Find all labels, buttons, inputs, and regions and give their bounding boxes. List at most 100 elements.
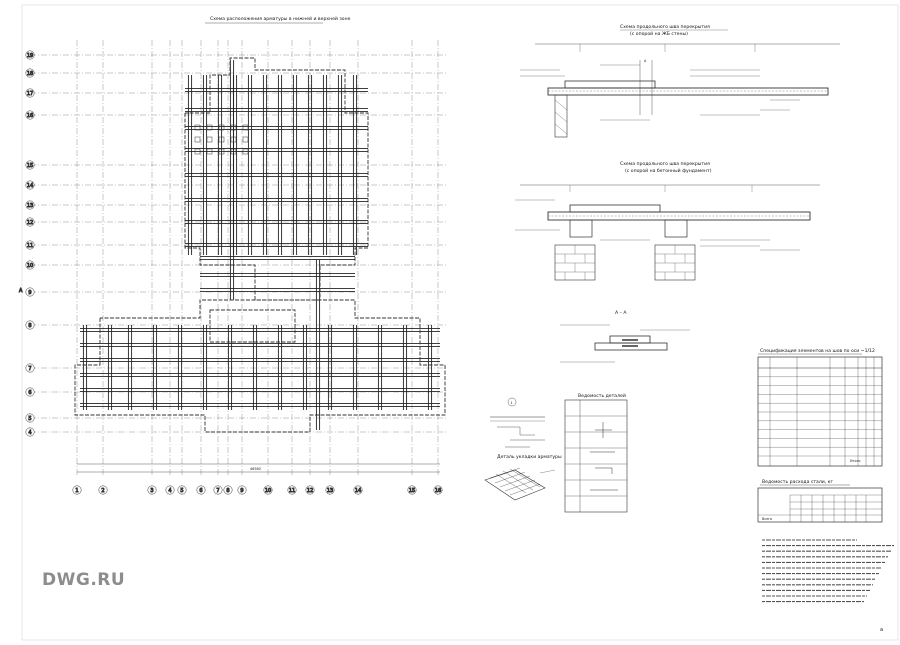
axis-marker-row [25,180,35,190]
detail-mark: 1 [511,401,513,405]
dimension-line: 48580 [77,463,440,473]
column-opening [242,148,249,155]
column-opening [230,148,237,155]
rebar-band [402,325,408,410]
detail-title: Деталь укладки арматуры [497,454,562,460]
axis-label-row: 17 [27,91,33,97]
rebar-band [307,75,313,255]
rebar-band [185,87,368,93]
rebar-band [247,75,253,255]
rebar-band [202,75,208,255]
rebar-band [277,75,283,255]
rebar-band [200,255,355,261]
rebar-band [185,107,368,113]
reinforcement-bands [80,60,440,430]
column-opening [230,124,237,131]
rebar-band [80,357,440,363]
spec-title: Спецификация элементов на шов по оси ~1/… [760,348,875,354]
axis-marker-col [305,485,315,495]
axis-marker-row [25,88,35,98]
column-opening [242,124,249,131]
rebar-consumption-table: Ведомость расхода стали, кг Всего [757,479,883,523]
rebar-band [229,60,235,300]
axis-marker-row [25,320,35,330]
reinforcement-plan: Схема расположения арматуры в нижней и в… [19,15,448,495]
rebar-band [107,325,113,410]
watermark: DWG.RU [42,570,126,590]
axis-marker-col [147,485,157,495]
column-opening [206,148,213,155]
rebar-band [352,75,358,255]
rebar-band [152,325,158,410]
rebar-total-label: Всего [762,517,772,521]
rebar-band [80,402,440,408]
row-side-mark: А [19,288,23,294]
axis-marker-col [98,485,108,495]
rebar-band [80,327,440,333]
column-opening [206,136,213,143]
axis-label-col: 1 [75,488,78,494]
rebar-band [82,325,88,410]
axis-label-row: 16 [27,113,33,119]
column-opening [230,136,237,143]
axis-label-row: 7 [28,366,31,372]
rebar-band [315,260,321,430]
axis-marker-row [25,200,35,210]
axis-label-col: 2 [101,488,104,494]
column-opening [218,124,225,131]
axis-label-row: 8 [28,323,31,329]
rebar-band [80,387,440,393]
axis-marker-col [177,485,187,495]
axis-marker-row [25,260,35,270]
bar-shapes-table: Ведомость деталей [564,392,628,513]
rebar-band [185,125,368,131]
axis-label-col: 5 [180,488,183,494]
axis-label-row: 14 [27,183,33,189]
axis-marker-col [433,485,443,495]
rebar-band [177,325,183,410]
axis-label-row: 11 [27,243,33,249]
detail-node-1: 1 Деталь укладки арматуры [484,397,562,501]
axis-marker-col [72,485,82,495]
rebar-band [227,325,233,410]
rebar-band [187,75,193,255]
axis-label-row: 12 [27,220,33,226]
rebar-band [202,325,208,410]
axis-marker-col [287,485,297,495]
axis-marker-row [25,68,35,78]
axis-label-col: 16 [435,488,441,494]
rebar-band [185,197,368,203]
axis-marker-row [25,287,35,297]
axis-marker-col [213,485,223,495]
rebar-band [200,287,355,293]
section-foundation-support: Схема продольного шва перекрытия (с опор… [515,161,820,281]
axis-label-row: 9 [28,290,31,296]
slab-outline [74,57,446,433]
axis-marker-col [263,485,273,495]
axis-label-row: 6 [28,390,31,396]
rebar-band [277,325,283,410]
axis-marker-row [25,363,35,373]
section1-subtitle: (с опорой на ЖБ стены) [630,30,688,37]
axis-marker-row [25,387,35,397]
column-opening [206,124,213,131]
axis-label-row: 15 [27,163,33,169]
rebar-band [302,325,308,410]
rebar-band [252,325,258,410]
column-opening [194,124,201,131]
axis-label-row: 4 [28,430,31,436]
sheet-frame [21,4,899,641]
axis-marker-col [223,485,233,495]
rebar-band [80,372,440,378]
axis-label-row: 10 [27,263,33,269]
axis-marker-col [325,485,335,495]
spec-total-label: Итого [850,459,860,463]
axis-label-col: 3 [150,488,153,494]
axis-label-row: 13 [27,203,33,209]
axis-label-col: 9 [240,488,243,494]
rebar-band [127,325,133,410]
specification-table: Спецификация элементов на шов по оси ~1/… [757,348,883,467]
column-opening [242,136,249,143]
axis-label-col: 12 [307,488,313,494]
